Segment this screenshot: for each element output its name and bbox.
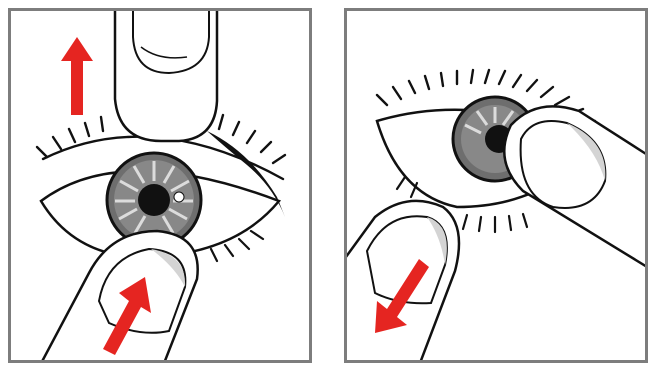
panel-step-2-drawing [347, 11, 645, 360]
arrow-up-icon [61, 37, 93, 115]
panel-step-1-drawing [11, 11, 309, 360]
finger-icon [347, 201, 459, 360]
panel-step-2 [344, 8, 648, 363]
finger-icon [504, 106, 645, 273]
panel-step-1 [8, 8, 312, 363]
finger-icon [115, 11, 217, 141]
